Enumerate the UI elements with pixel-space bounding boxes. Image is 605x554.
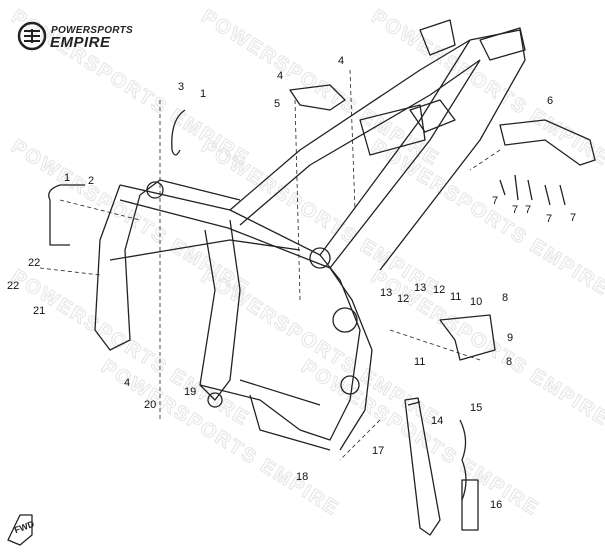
callout-7: 7	[546, 213, 552, 225]
callout-6: 6	[547, 95, 553, 107]
callout-9: 9	[507, 332, 513, 344]
callout-12: 12	[397, 293, 409, 305]
callout-19: 19	[184, 386, 196, 398]
watermark-text: POWERSPORTS EMPIRE	[97, 356, 343, 521]
callout-11: 11	[450, 291, 461, 303]
callout-1: 1	[200, 88, 206, 100]
callout-22: 22	[28, 257, 40, 269]
callout-2: 2	[88, 175, 94, 187]
callout-5: 5	[274, 98, 280, 110]
callout-4: 4	[124, 377, 130, 389]
callout-7: 7	[512, 204, 518, 216]
callout-13: 13	[380, 287, 392, 299]
brand-top: POWERSPORTS	[51, 25, 134, 36]
callout-10: 10	[470, 296, 482, 308]
callout-8: 8	[506, 356, 512, 368]
callout-3: 3	[178, 81, 184, 93]
callout-21: 21	[33, 305, 45, 317]
callout-12: 12	[433, 284, 445, 296]
callout-18: 18	[296, 471, 308, 483]
frame-drawing	[7, 19, 596, 546]
callout-20: 20	[144, 399, 156, 411]
callout-15: 15	[470, 402, 482, 414]
brand-main: EMPIRE	[50, 34, 111, 51]
callout-11: 11	[414, 356, 425, 368]
callout-7: 7	[492, 195, 498, 207]
callout-7: 7	[570, 212, 576, 224]
callout-22: 22	[7, 280, 19, 292]
callout-13: 13	[414, 282, 426, 294]
callout-4: 4	[338, 55, 344, 67]
callout-17: 17	[372, 445, 384, 457]
callout-8: 8	[502, 292, 508, 304]
callout-16: 16	[490, 499, 502, 511]
brand-logo-icon	[17, 21, 47, 51]
callout-1: 1	[64, 172, 70, 184]
callout-7: 7	[525, 204, 531, 216]
callout-14: 14	[431, 415, 443, 427]
callout-4: 4	[277, 70, 283, 82]
